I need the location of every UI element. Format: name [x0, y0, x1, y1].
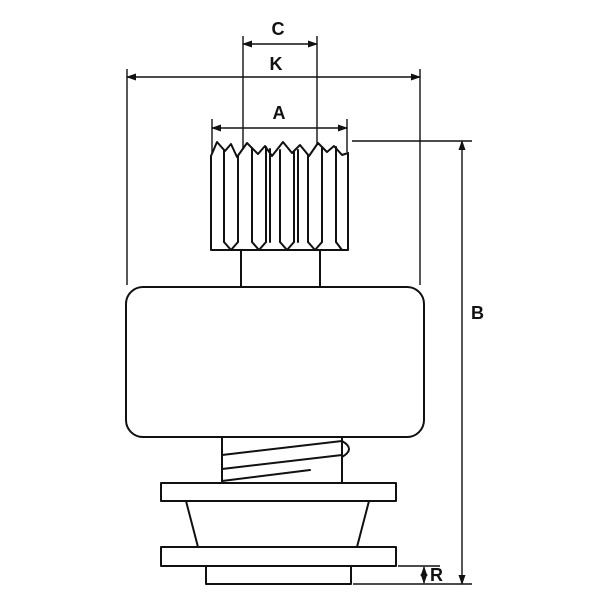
clutch-housing: [125, 286, 425, 438]
dimension-label-r: R: [430, 565, 443, 585]
dimension-label-a: A: [273, 103, 286, 123]
pinion-gear: [210, 141, 349, 251]
dimension-labels: C K A B R: [270, 19, 485, 585]
bottom-hub: [205, 565, 352, 585]
collar-flange-bottom: [160, 546, 397, 567]
dimension-lines: [126, 36, 472, 585]
part-outline: [125, 141, 425, 585]
dimension-label-k: K: [270, 54, 283, 74]
gear-neck: [240, 249, 321, 288]
collar-flange-top: [160, 482, 397, 502]
gear-body-edge: [210, 152, 349, 251]
extension-lines: [126, 36, 472, 585]
dimension-label-b: B: [471, 303, 484, 323]
gear-teeth-chamfers: [223, 241, 343, 251]
gear-top-edge: [210, 141, 349, 158]
dimension-label-c: C: [272, 19, 285, 39]
gear-teeth-lines: [223, 146, 337, 243]
helical-spline: [221, 436, 350, 484]
tapered-sleeve: [185, 500, 370, 548]
